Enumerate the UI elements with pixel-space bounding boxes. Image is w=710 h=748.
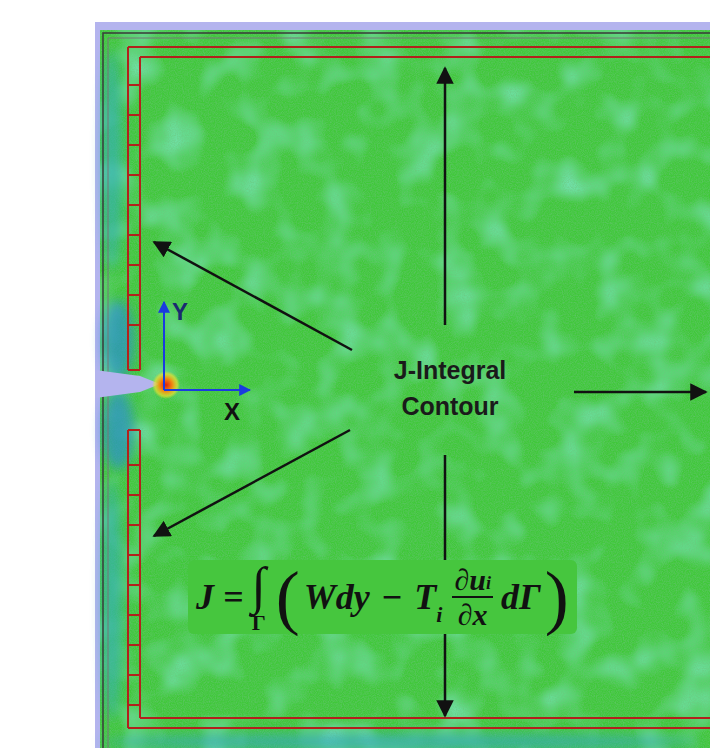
formula-bracket: ) [545, 561, 569, 633]
fraction-numerator: ∂ui [452, 563, 493, 598]
formula-subscript: i [436, 602, 442, 628]
axis-label: Y [172, 298, 188, 326]
formula-term: dy [336, 576, 370, 618]
formula-subscript: i [486, 574, 491, 594]
formula-term: ∂x [458, 598, 488, 631]
formula-bracket: ( [276, 561, 300, 633]
fraction: ∂ui∂x [452, 563, 493, 631]
axis-label: X [224, 398, 240, 426]
formula-term: dΓ [501, 576, 541, 618]
contour-label: J-Integral Contour [362, 352, 538, 425]
formula-symbol: ∫ [252, 560, 266, 612]
formula-term: T [414, 576, 436, 618]
formula-term: ∂u [454, 563, 486, 596]
integral-sign: ∫Γ [252, 560, 266, 634]
formula-term: W [304, 576, 336, 618]
formula-subscript: Γ [252, 612, 266, 634]
formula-operator: − [382, 576, 403, 618]
formula-term: J = [196, 576, 244, 618]
j-integral-formula: J =∫Γ(Wdy−Ti∂ui∂xdΓ) [188, 560, 577, 634]
